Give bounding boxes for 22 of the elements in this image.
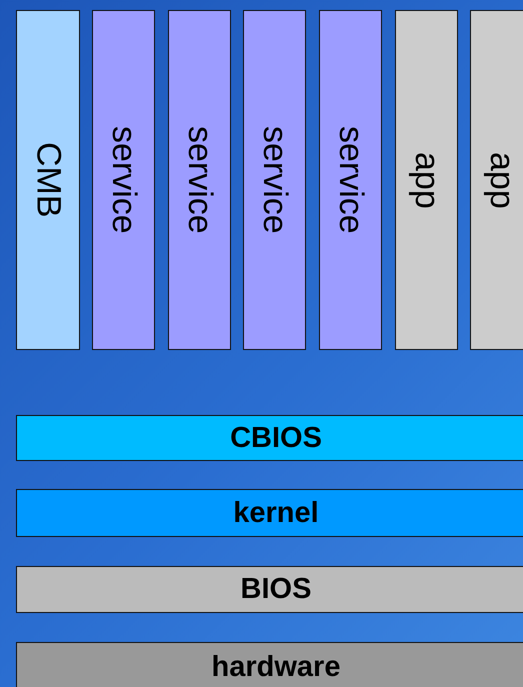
stack-column	[470, 10, 523, 350]
layer-bar	[16, 566, 523, 613]
layer-label: CMB	[28, 142, 68, 218]
layer-label: service	[104, 126, 143, 234]
layer-label: app	[482, 152, 521, 208]
layer-label: app	[407, 152, 446, 208]
stack-column	[168, 10, 231, 350]
layer-label: CBIOS	[230, 422, 322, 454]
layer-label: kernel	[233, 496, 319, 530]
layer-label: BIOS	[240, 573, 312, 606]
layer-bar	[16, 415, 523, 461]
layer-label: hardware	[212, 650, 340, 684]
layer-label: service	[180, 126, 219, 234]
stack-column	[92, 10, 155, 350]
stack-column	[243, 10, 306, 350]
stack-column	[319, 10, 382, 350]
layer-bar	[16, 489, 523, 537]
stack-column	[16, 10, 80, 350]
stack-column	[395, 10, 458, 350]
layer-bar	[16, 642, 523, 687]
layer-label: service	[331, 126, 370, 234]
layer-label: service	[255, 126, 294, 234]
